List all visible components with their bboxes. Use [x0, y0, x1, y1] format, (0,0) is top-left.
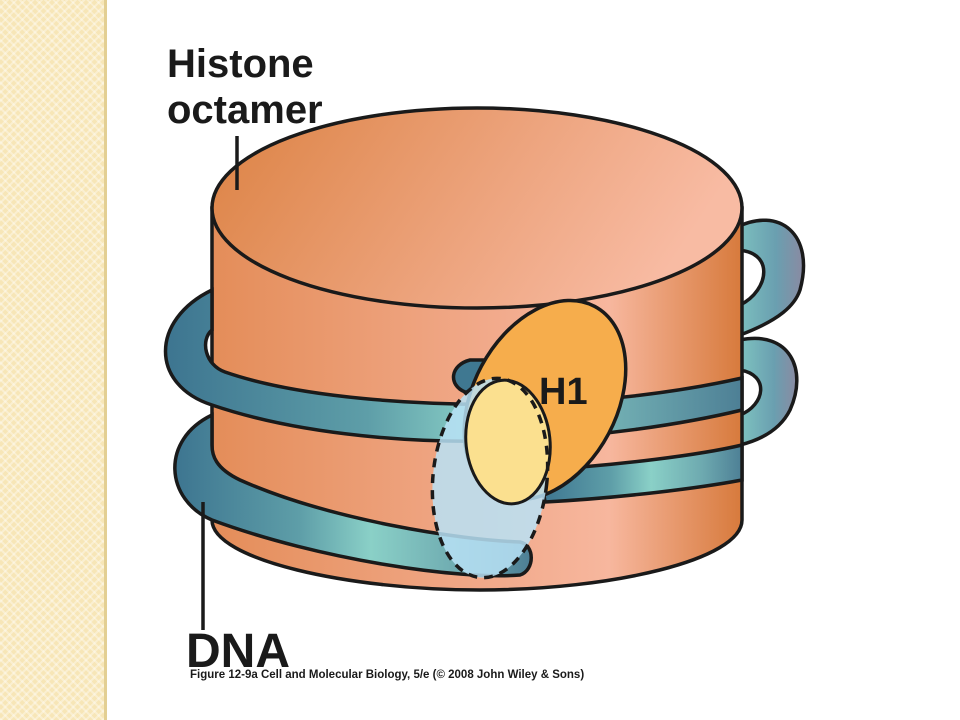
histone-label-line1: Histone [167, 42, 314, 86]
dna-back-loops [733, 218, 806, 448]
histone-cylinder-top [210, 106, 744, 310]
decorative-side-pattern [0, 0, 104, 720]
histone-label-line2: octamer [167, 88, 323, 132]
h1-overlap [464, 378, 552, 506]
h1-label: H1 [539, 371, 588, 413]
figure-caption: Figure 12-9a Cell and Molecular Biology,… [190, 669, 585, 681]
dna-lower-wrap-right [537, 442, 744, 504]
decorative-side-line [104, 0, 107, 720]
h1-dashed-outline [430, 376, 550, 580]
dna-label: DNA [186, 625, 290, 678]
